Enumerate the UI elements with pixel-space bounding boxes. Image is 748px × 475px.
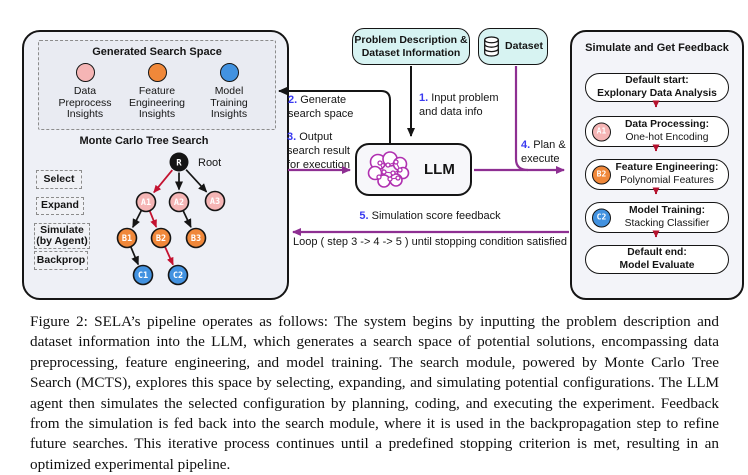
insight-feature-engineering: Feature Engineering Insights [121, 63, 193, 121]
node-badge-a1: A1 [592, 122, 611, 141]
llm-label: LLM [424, 161, 455, 178]
insight-data-preprocess: Data Preprocess Insights [49, 63, 121, 121]
node-badge-c2: C2 [592, 208, 611, 227]
stage-default-start: Default start: Explonary Data Analysis [585, 73, 729, 102]
insight-label: Model Training Insights [210, 85, 248, 120]
phase-simulate: Simulate (by Agent) [34, 223, 90, 249]
insight-model-training: Model Training Insights [193, 63, 265, 121]
paper-figure-page: { "figure": { "left_panel": { "search_sp… [22, 28, 744, 473]
simulate-feedback-panel: Simulate and Get Feedback Default start:… [570, 30, 744, 300]
figure-caption: Figure 2: SELA’s pipeline operates as fo… [30, 313, 719, 473]
search-module-panel: Generated Search Space Data Preprocess I… [22, 30, 289, 300]
step5-label: 5. Simulation score feedback [359, 210, 501, 222]
stage-model-training: C2 Model Training: Stacking Classifier [585, 202, 729, 233]
llm-box: LLM [355, 143, 472, 196]
node-badge-b2: B2 [592, 165, 611, 184]
model-training-circle-icon [219, 63, 239, 82]
simulate-feedback-title: Simulate and Get Feedback [585, 42, 729, 54]
data-preprocess-circle-icon [75, 63, 95, 82]
step1-label: 1. Input problem and data info [419, 92, 499, 118]
dataset-label: Dataset [505, 40, 543, 52]
insight-row: Data Preprocess Insights Feature Enginee… [39, 63, 275, 121]
stage-data-processing: A1 Data Processing: One-hot Encoding [585, 116, 729, 147]
llm-brain-icon [367, 150, 410, 188]
problem-description-text: Problem Description & Dataset Informatio… [354, 33, 468, 59]
search-space-title: Generated Search Space [92, 46, 222, 58]
stage-feature-engineering: B2 Feature Engineering: Polynomial Featu… [585, 159, 729, 190]
mcts-title: Monte Carlo Tree Search [79, 135, 209, 147]
insight-label: Feature Engineering Insights [128, 85, 186, 120]
step4-label: 4. Plan & execute [521, 139, 566, 165]
database-icon [484, 36, 499, 57]
step3-label: 3. Output search result for execution [287, 131, 350, 171]
phase-expand: Expand [36, 197, 84, 215]
pipeline-diagram: Generated Search Space Data Preprocess I… [22, 28, 744, 300]
step2-label: 2. Generate search space [288, 94, 354, 120]
insight-label: Data Preprocess Insights [58, 85, 112, 120]
problem-description-box: Problem Description & Dataset Informatio… [352, 28, 470, 65]
phase-select: Select [36, 170, 82, 189]
phase-backprop: Backprop [34, 251, 88, 270]
generated-search-space-box: Generated Search Space Data Preprocess I… [38, 40, 276, 130]
stage-default-end: Default end: Model Evaluate [585, 245, 729, 274]
dataset-box: Dataset [478, 28, 548, 65]
loop-label: Loop ( step 3 -> 4 -> 5 ) until stopping… [293, 236, 567, 248]
feature-engineering-circle-icon [147, 63, 167, 82]
